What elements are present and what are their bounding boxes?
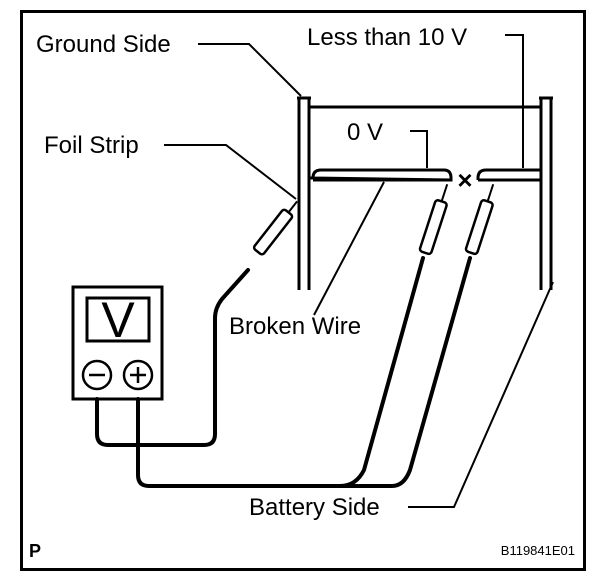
- broken-heater-wire-left-segment: [311, 168, 453, 182]
- corner-letter: P: [29, 541, 41, 561]
- right-segment-probe: [464, 183, 495, 256]
- broken-wire-callout: [313, 181, 385, 316]
- ground-side-callout: [198, 43, 302, 97]
- foil-strip-callout: [164, 144, 297, 200]
- broken-heater-wire-right-segment: [476, 168, 541, 180]
- callout-lines: [164, 34, 554, 508]
- probes: [252, 183, 495, 256]
- voltmeter: V: [71, 285, 164, 401]
- glass-panel: [297, 96, 553, 290]
- positive-lead-wire-a: [136, 256, 425, 488]
- foil-strip-label: Foil Strip: [44, 132, 139, 159]
- zero-v-label: 0 V: [347, 119, 383, 146]
- ground-side-label: Ground Side: [36, 31, 171, 58]
- less-than-label: Less than 10 V: [307, 24, 467, 51]
- diagram-frame: [20, 10, 586, 571]
- zero-v-callout: [410, 130, 428, 168]
- negative-lead-wire: [95, 268, 250, 447]
- voltmeter-display: [85, 296, 151, 343]
- break-mark: ×: [457, 165, 472, 195]
- figure-code: B119841E01: [501, 543, 575, 558]
- foil-strip-probe: [252, 200, 298, 256]
- positive-lead-wire-b: [338, 256, 472, 488]
- less-than-callout: [505, 34, 524, 168]
- test-leads: [95, 256, 472, 488]
- left-segment-probe: [418, 183, 449, 256]
- broken-wire-label: Broken Wire: [229, 313, 361, 340]
- battery-side-callout: [408, 281, 554, 508]
- battery-side-label: Battery Side: [249, 494, 380, 521]
- voltmeter-v-symbol: V: [101, 292, 135, 348]
